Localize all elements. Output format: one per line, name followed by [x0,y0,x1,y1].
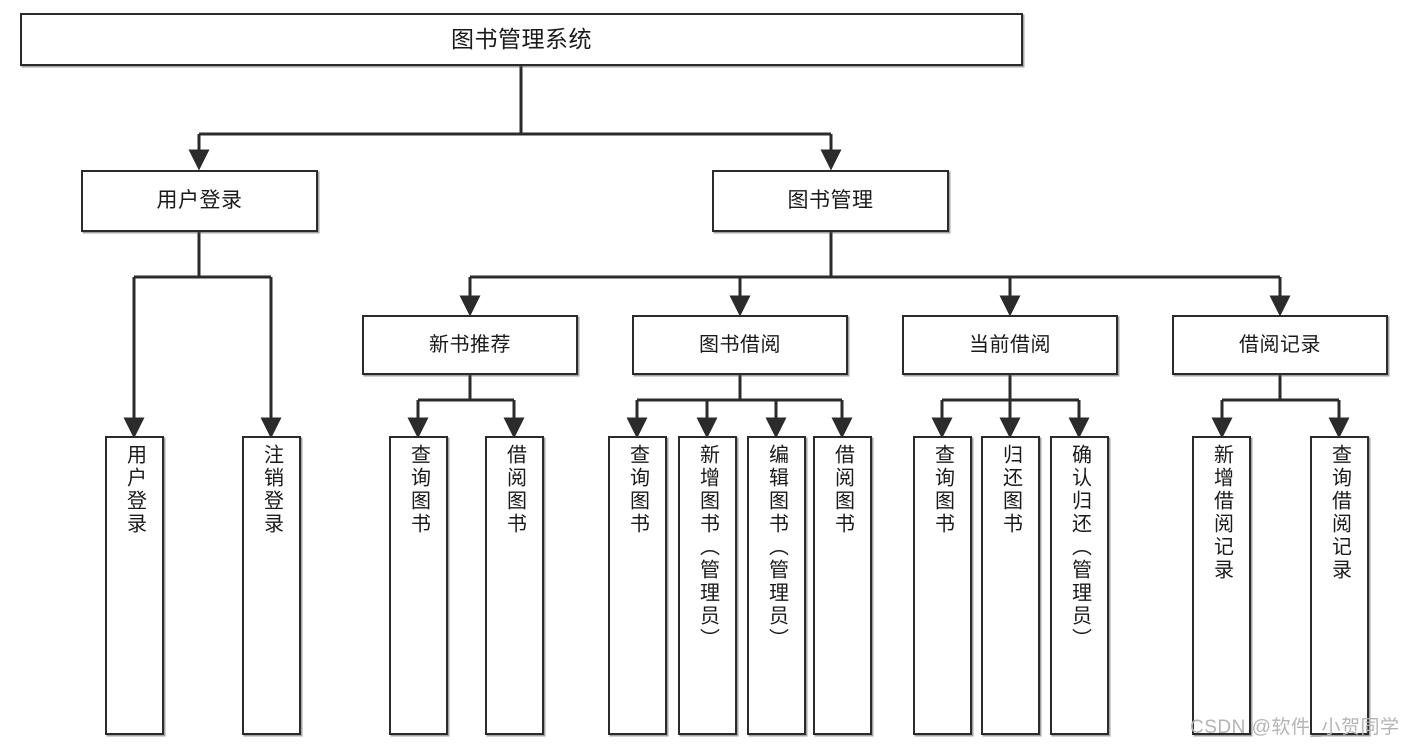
node-current-borrow-label: 当前借阅 [969,333,1051,356]
node-new-book-recommend[interactable]: 新书推荐 [362,315,578,375]
node-leaf-add-record-label: 新增借阅记录 [1210,444,1233,582]
node-new-book-recommend-label: 新书推荐 [429,333,511,356]
node-current-borrow[interactable]: 当前借阅 [902,315,1118,375]
node-leaf-query-book-3-label: 查询图书 [931,444,954,536]
node-leaf-return-book-label: 归还图书 [999,444,1022,536]
node-leaf-query-book-2[interactable]: 查询图书 [608,436,667,735]
node-leaf-add-book-label: 新增图书（管理员） [696,444,719,651]
node-root-label: 图书管理系统 [451,25,592,52]
node-leaf-logout-label: 注销登录 [260,444,283,536]
node-leaf-confirm-return[interactable]: 确认归还（管理员） [1050,436,1109,735]
node-book-borrow[interactable]: 图书借阅 [632,315,848,375]
node-leaf-user-login[interactable]: 用户登录 [105,436,164,735]
node-leaf-query-book-2-label: 查询图书 [626,444,649,536]
node-borrow-record-label: 借阅记录 [1239,333,1321,356]
node-user-login[interactable]: 用户登录 [81,170,318,232]
node-leaf-user-login-label: 用户登录 [123,444,146,536]
node-leaf-query-book-1[interactable]: 查询图书 [389,436,448,735]
node-leaf-query-record-label: 查询借阅记录 [1328,444,1351,582]
node-book-management-label: 图书管理 [787,189,874,213]
node-leaf-borrow-book-2[interactable]: 借阅图书 [813,436,872,735]
node-leaf-confirm-return-label: 确认归还（管理员） [1068,444,1091,651]
node-leaf-borrow-book-1-label: 借阅图书 [503,444,526,536]
node-leaf-edit-book[interactable]: 编辑图书（管理员） [747,436,806,735]
node-leaf-add-book[interactable]: 新增图书（管理员） [678,436,737,735]
node-leaf-edit-book-label: 编辑图书（管理员） [765,444,788,651]
node-book-management[interactable]: 图书管理 [712,170,949,232]
node-user-login-label: 用户登录 [156,189,243,213]
node-leaf-query-book-3[interactable]: 查询图书 [913,436,972,735]
node-leaf-query-record[interactable]: 查询借阅记录 [1310,436,1369,735]
watermark: CSDN @软件_小贺同学 [1190,717,1400,738]
node-leaf-add-record[interactable]: 新增借阅记录 [1192,436,1251,735]
node-book-borrow-label: 图书借阅 [699,333,781,356]
node-borrow-record[interactable]: 借阅记录 [1172,315,1388,375]
node-leaf-logout[interactable]: 注销登录 [242,436,301,735]
node-leaf-return-book[interactable]: 归还图书 [981,436,1040,735]
node-leaf-borrow-book-1[interactable]: 借阅图书 [485,436,544,735]
node-root[interactable]: 图书管理系统 [20,13,1023,66]
node-leaf-borrow-book-2-label: 借阅图书 [831,444,854,536]
node-leaf-query-book-1-label: 查询图书 [407,444,430,536]
